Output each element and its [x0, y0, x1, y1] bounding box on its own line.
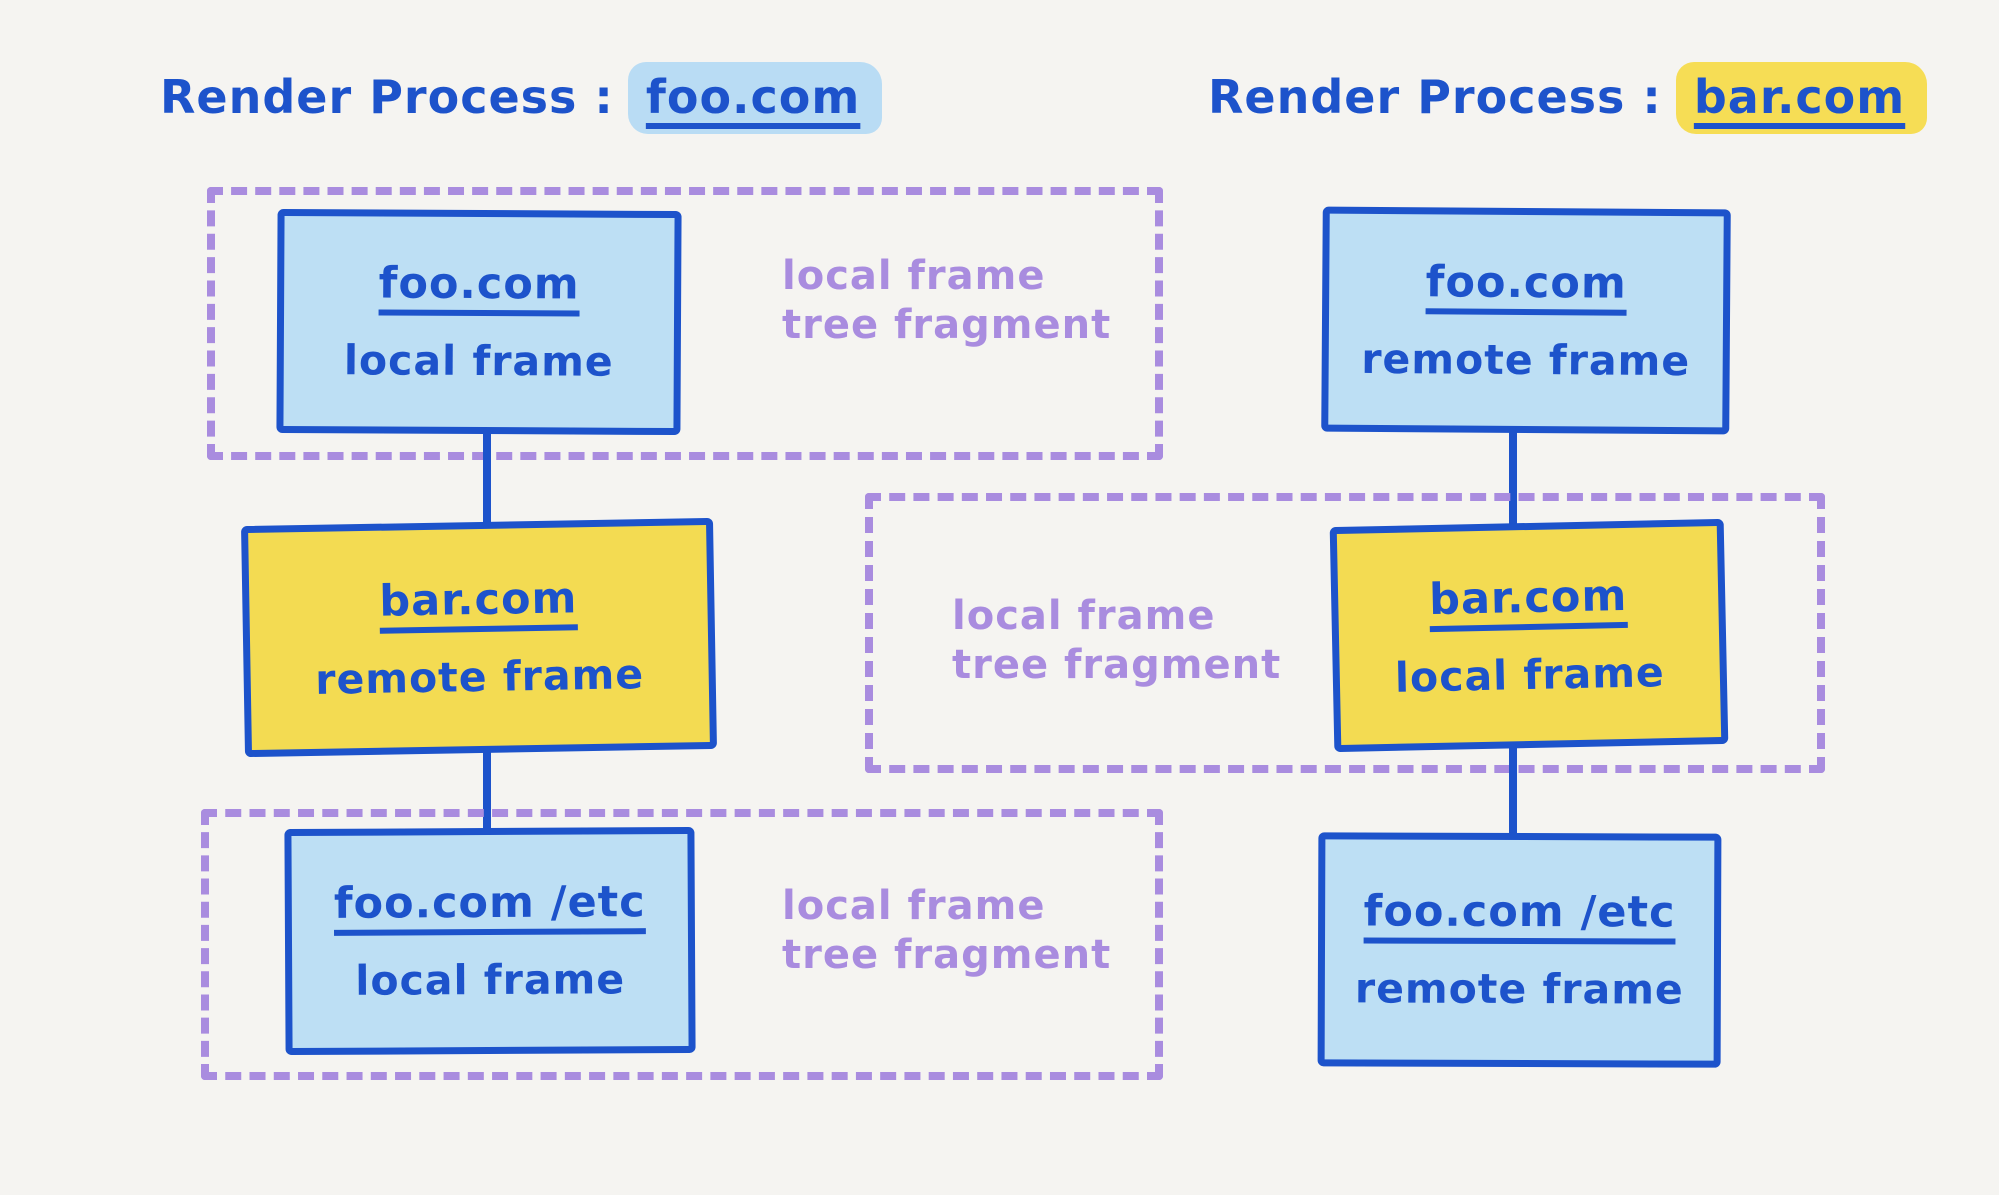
right-connector-bottom — [1509, 744, 1517, 839]
left-top-fragment-label-line2: tree fragment — [782, 301, 1112, 348]
right-process-title: Render Process :bar.com — [1208, 62, 1928, 134]
left-node-foo-etc-local-frame: foo.com /etc local frame — [284, 826, 696, 1056]
left-process-title-domain-highlight: foo.com — [627, 62, 883, 134]
left-bottom-fragment-label: local frame tree fragment — [782, 882, 1111, 980]
left-bottom-fragment-box — [201, 809, 1163, 1080]
right-process-title-domain-highlight: bar.com — [1675, 62, 1928, 134]
left-connector-bottom — [483, 748, 491, 833]
right-connector-top — [1509, 428, 1517, 528]
left-node-foo-etc-domain: foo.com /etc — [333, 877, 646, 929]
right-node-foo-etc-domain: foo.com /etc — [1363, 886, 1676, 938]
left-top-fragment-label-line1: local frame — [782, 253, 1046, 299]
left-connector-top — [483, 428, 491, 528]
right-middle-fragment-label-line2: tree fragment — [952, 641, 1282, 688]
right-node-foo-etc-remote-frame: foo.com /etc remote frame — [1317, 832, 1722, 1068]
left-process-title-prefix: Render Process : — [160, 70, 614, 124]
left-top-fragment-box — [207, 187, 1163, 460]
right-node-foo-remote-frame: foo.com remote frame — [1321, 206, 1731, 435]
left-top-fragment-label: local frame tree fragment — [782, 252, 1111, 350]
right-middle-fragment-label: local frame tree fragment — [952, 592, 1281, 690]
left-node-bar-frame-type: remote frame — [314, 649, 645, 704]
right-node-bar-frame-type: local frame — [1394, 647, 1666, 702]
left-node-foo-etc-frame-type: local frame — [355, 955, 626, 1005]
right-process-title-prefix: Render Process : — [1208, 70, 1662, 124]
right-node-foo-domain: foo.com — [1425, 256, 1627, 309]
left-node-foo-domain: foo.com — [378, 258, 580, 310]
right-node-bar-domain: bar.com — [1428, 570, 1628, 625]
right-middle-fragment-box — [865, 493, 1825, 773]
left-node-foo-local-frame: foo.com local frame — [276, 208, 682, 436]
right-node-bar-local-frame: bar.com local frame — [1329, 518, 1729, 753]
left-bottom-fragment-label-line1: local frame — [782, 883, 1046, 929]
right-middle-fragment-label-line1: local frame — [952, 593, 1216, 639]
left-node-foo-frame-type: local frame — [343, 336, 614, 386]
left-node-bar-domain: bar.com — [378, 572, 578, 627]
left-node-bar-remote-frame: bar.com remote frame — [241, 517, 717, 758]
left-process-title: Render Process :foo.com — [160, 62, 883, 134]
left-bottom-fragment-label-line2: tree fragment — [782, 931, 1112, 978]
right-node-foo-etc-frame-type: remote frame — [1354, 964, 1684, 1014]
right-node-foo-frame-type: remote frame — [1361, 334, 1691, 385]
